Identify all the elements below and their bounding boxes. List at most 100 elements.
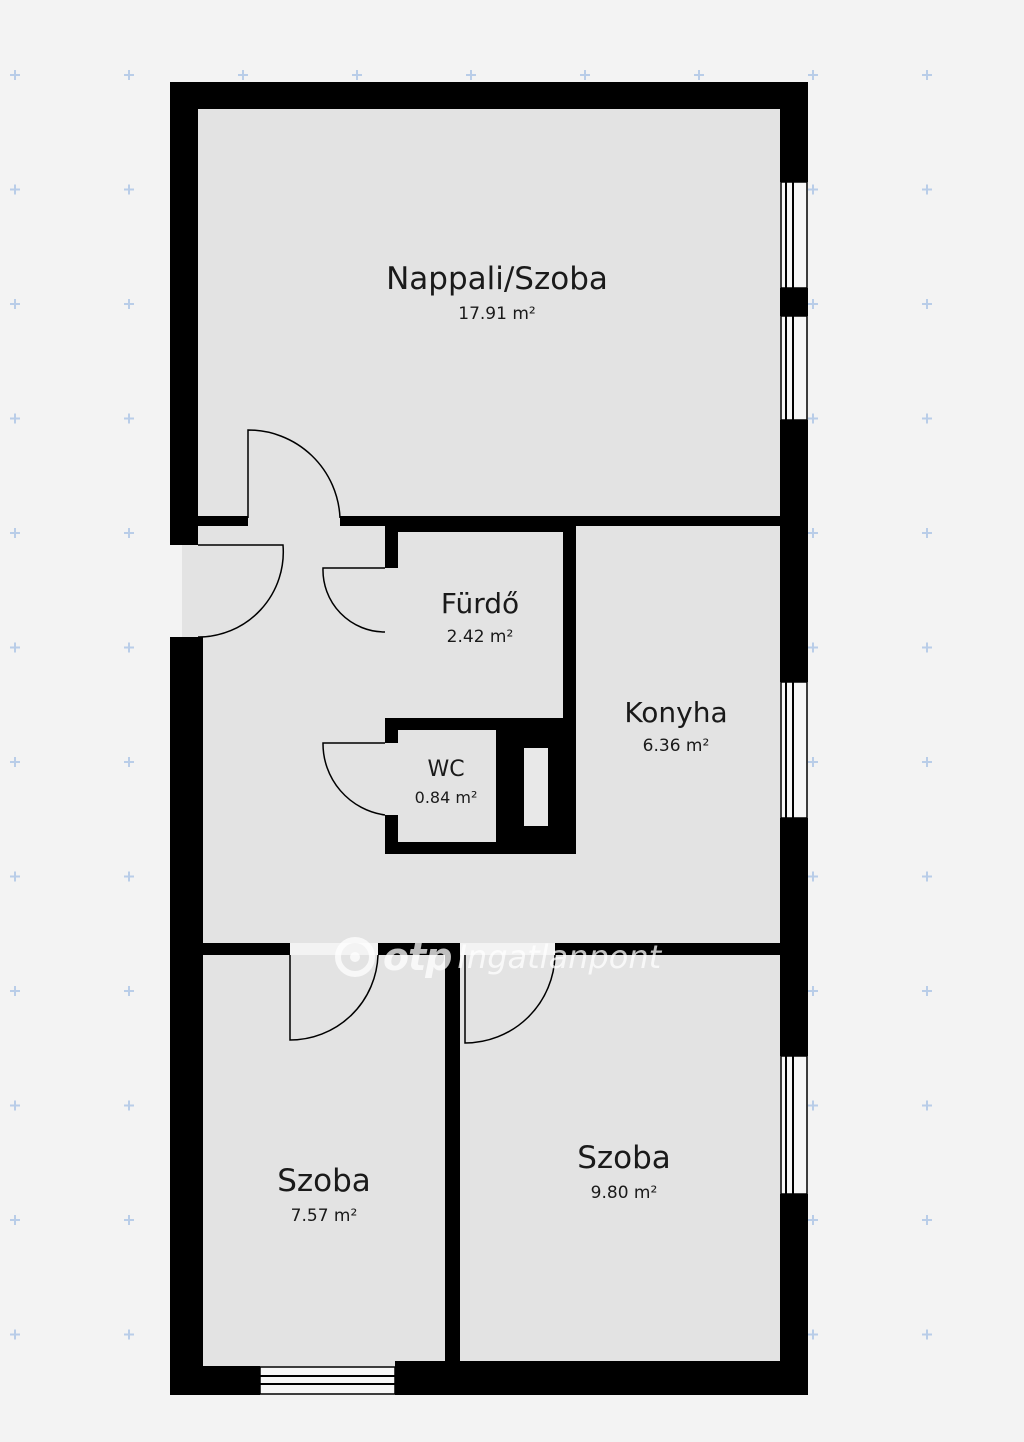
wall-right-2	[780, 288, 808, 316]
grid-marker	[10, 70, 20, 80]
floor-hallway	[198, 518, 780, 943]
otp-logo-icon	[335, 937, 375, 977]
wall-left-lower	[170, 637, 203, 1395]
grid-marker	[922, 528, 932, 538]
grid-marker	[808, 986, 818, 996]
room-konyha: Konyha 6.36 m²	[624, 696, 727, 758]
door-wc	[322, 742, 386, 816]
grid-marker	[694, 70, 704, 80]
grid-marker	[808, 757, 818, 767]
wall-top	[170, 82, 808, 109]
room-name: Fürdő	[440, 587, 520, 620]
door-szoba-right	[464, 954, 556, 1044]
grid-marker	[10, 1215, 20, 1225]
grid-marker	[10, 757, 20, 767]
grid-marker	[10, 1329, 20, 1340]
wall-bath-left	[385, 526, 398, 568]
floor-areas	[182, 108, 780, 1366]
grid-marker	[124, 1215, 134, 1225]
grid-marker	[124, 986, 134, 996]
room-nappali: Nappali/Szoba 17.91 m²	[386, 260, 608, 326]
wall-nappali-b	[340, 516, 780, 526]
wall-right-4	[780, 818, 808, 1056]
room-area: 2.42 m²	[446, 627, 514, 647]
window-panes	[260, 182, 794, 1385]
door-szoba-left	[289, 954, 379, 1041]
wall-bath-bottom	[385, 718, 575, 730]
floor-szoba-left	[203, 955, 445, 1366]
grid-marker	[124, 413, 134, 424]
floor-szoba-right	[460, 955, 780, 1361]
grid-marker	[124, 871, 134, 882]
grid-marker	[922, 1215, 932, 1225]
wall-rooms-divider	[445, 943, 460, 1395]
grid-marker	[922, 70, 932, 80]
grid-marker	[922, 642, 932, 653]
doors	[197, 429, 556, 1044]
wall-bottom-left	[170, 1366, 260, 1395]
grid-marker	[808, 871, 818, 882]
room-name: Nappali/Szoba	[386, 261, 608, 297]
grid-marker	[10, 299, 20, 309]
grid-marker	[922, 299, 932, 309]
grid-marker	[922, 1100, 932, 1111]
room-area: 6.36 m²	[642, 736, 710, 756]
grid-marker	[466, 70, 476, 80]
grid-marker	[124, 184, 134, 195]
grid-marker	[124, 757, 134, 767]
wall-rooms-top-c	[555, 943, 780, 955]
room-name: Szoba	[577, 1140, 671, 1176]
room-name: Szoba	[277, 1163, 371, 1199]
room-wc: WC 0.84 m²	[415, 756, 478, 810]
door-nappali	[247, 429, 341, 519]
grid-marker	[10, 413, 20, 424]
grid-marker	[922, 871, 932, 882]
grid-marker	[808, 1329, 818, 1340]
grid-marker	[352, 70, 362, 80]
room-area: 7.57 m²	[290, 1206, 358, 1226]
vent-shaft	[524, 748, 548, 826]
room-furdo: Fürdő 2.42 m²	[441, 587, 519, 649]
wall-left-upper	[170, 82, 198, 545]
grid-marker	[922, 184, 932, 195]
grid-marker	[808, 642, 818, 653]
grid-marker	[124, 1329, 134, 1340]
grid-marker	[124, 70, 134, 80]
grid-marker	[922, 1329, 932, 1340]
wall-right-3	[780, 420, 808, 682]
grid-marker	[10, 1100, 20, 1111]
grid-marker	[10, 528, 20, 538]
room-area: 17.91 m²	[458, 304, 536, 324]
door-furdo	[322, 567, 386, 633]
walls	[170, 82, 808, 1395]
room-szoba-right: Szoba 9.80 m²	[577, 1139, 671, 1205]
grid-marker	[124, 528, 134, 538]
grid-marker	[10, 871, 20, 882]
room-szoba-left: Szoba 7.57 m²	[277, 1162, 371, 1228]
grid-marker	[580, 70, 590, 80]
grid-marker	[124, 299, 134, 309]
room-name: Konyha	[624, 696, 728, 729]
grid-marker	[238, 70, 248, 80]
grid-marker	[808, 1215, 818, 1225]
room-area: 9.80 m²	[590, 1183, 658, 1203]
grid-marker	[922, 413, 932, 424]
grid-marker	[10, 642, 20, 653]
wall-wc-bottom	[385, 842, 576, 854]
grid-marker	[808, 299, 818, 309]
wall-rooms-top-a	[203, 943, 290, 955]
room-area: 0.84 m²	[414, 788, 478, 807]
grid-marker	[808, 413, 818, 424]
wall-bottom-right	[395, 1361, 808, 1395]
door-entrance	[197, 544, 285, 638]
grid-marker	[808, 184, 818, 195]
grid-marker	[922, 757, 932, 767]
floor-nappali	[198, 108, 780, 518]
grid-marker	[124, 642, 134, 653]
grid-marker	[10, 986, 20, 996]
room-name: WC	[427, 757, 465, 782]
wall-bath-top	[385, 526, 575, 532]
grid-marker	[124, 1100, 134, 1111]
window-szoba-left	[259, 1366, 396, 1395]
grid-marker	[922, 986, 932, 996]
